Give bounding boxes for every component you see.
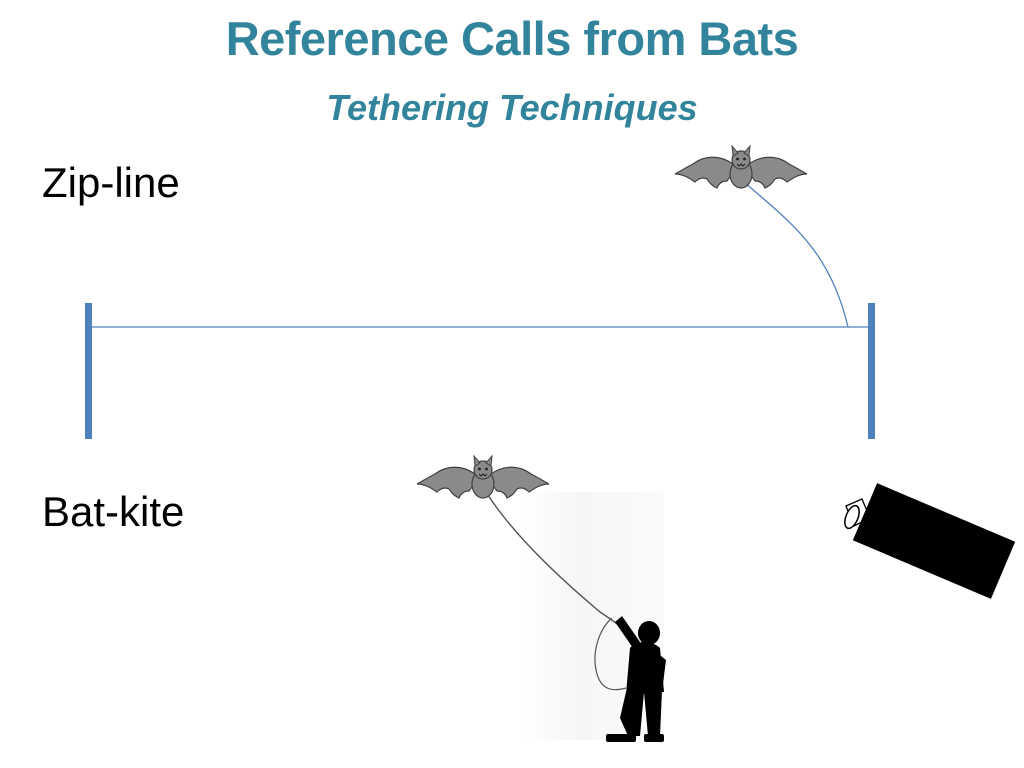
bat-kite-diagram xyxy=(416,455,1016,742)
zip-line-tether xyxy=(743,181,849,328)
slide-subtitle: Tethering Techniques xyxy=(326,87,698,128)
bat-icon xyxy=(674,145,808,189)
left-post xyxy=(85,303,92,439)
bat-kite-label: Bat-kite xyxy=(42,488,185,535)
speaker-icon xyxy=(844,483,1016,599)
right-post xyxy=(868,303,875,439)
zip-line-label: Zip-line xyxy=(42,159,180,206)
kite-string xyxy=(485,491,623,629)
person-silhouette-icon xyxy=(606,616,666,742)
kite-string-loop xyxy=(594,617,627,691)
zip-line-diagram xyxy=(85,145,875,439)
bat-icon xyxy=(416,455,550,499)
slide-title: Reference Calls from Bats xyxy=(225,12,799,65)
